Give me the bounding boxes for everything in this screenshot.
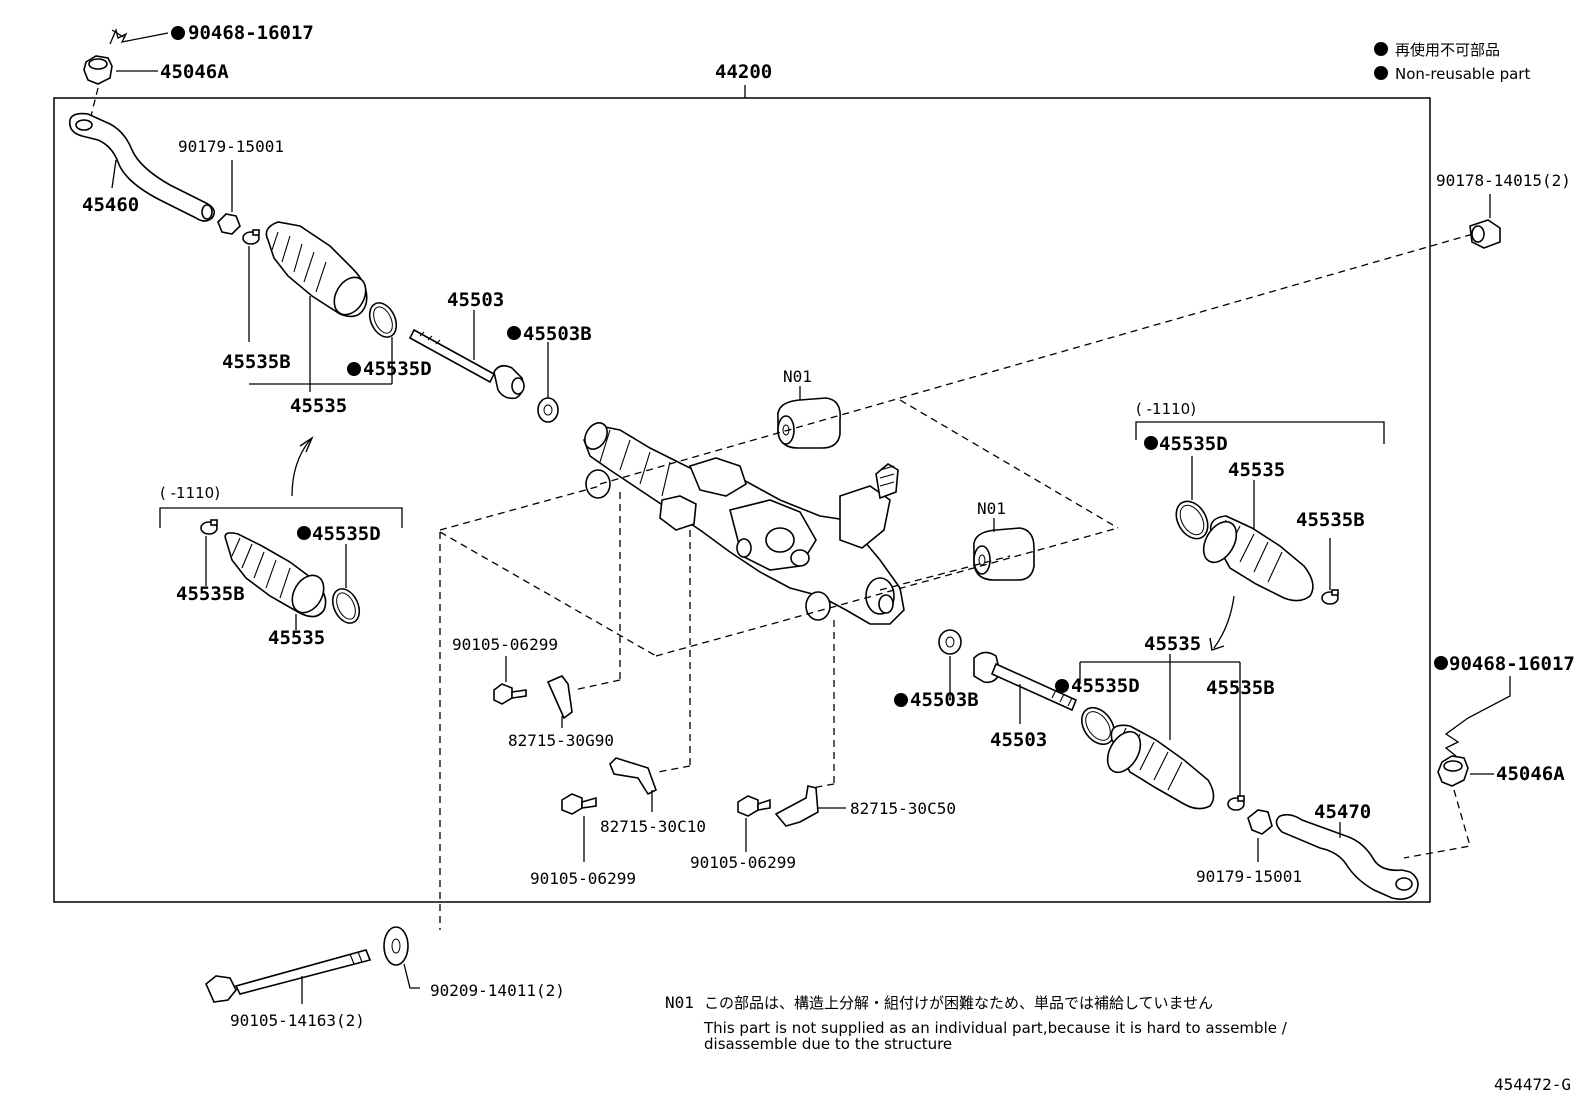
grommet-right (1469, 219, 1501, 249)
label-bolt-bracket-1: 90105-06299 (452, 635, 558, 654)
label-washer-bottom: 90209-14011(2) (430, 981, 565, 1000)
steering-gear-housing (583, 422, 905, 625)
note-en-line2: disassemble due to the structure (704, 1035, 952, 1053)
label-clamp-left-b: 45535B (222, 351, 291, 373)
label-grommet-right: 90178-14015(2) (1436, 171, 1571, 190)
assembly-frame (53, 97, 1431, 903)
alt-boot-right (1202, 515, 1314, 602)
nut-right (1437, 755, 1469, 787)
diagram-code: 454472-G (1494, 1075, 1571, 1094)
clip-top-left (109, 27, 169, 45)
label-bracket-3: 82715-30C50 (850, 799, 956, 818)
washer-right (938, 629, 962, 655)
assembly-number: 44200 (715, 61, 772, 83)
alt-clamp-small-right (1321, 589, 1339, 605)
rack-end-right (973, 651, 1078, 712)
boot-left (265, 221, 368, 318)
bolt-bracket-2 (561, 793, 597, 815)
long-bolt (205, 949, 372, 1003)
legend-en: Non-reusable part (1395, 65, 1530, 83)
label-washer-right: 45503B (910, 689, 979, 711)
label-washer-left: 45503B (523, 323, 592, 345)
legend-jp: 再使用不可部品 (1395, 41, 1500, 59)
alt-clamp-large-right (1175, 500, 1209, 540)
alt-clamp-small-left (200, 519, 218, 535)
label-n01-mid: N01 (977, 499, 1006, 518)
label-clip-top: 90468-16017 (188, 22, 314, 44)
nut-top-left (83, 55, 113, 85)
label-bracket-2: 82715-30C10 (600, 817, 706, 836)
non-reusable-dot-icon (347, 362, 361, 376)
label-clip-right: 90468-16017 (1449, 653, 1575, 675)
label-range-left: ( -1110) (160, 484, 220, 502)
label-range-right: ( -1110) (1136, 400, 1196, 418)
label-end-right: 45470 (1314, 801, 1371, 823)
label-nut-right-2: 90179-15001 (1196, 867, 1302, 886)
label-long-bolt: 90105-14163(2) (230, 1011, 365, 1030)
alt-clamp-large-left (331, 588, 361, 624)
bolt-bracket-3 (737, 795, 771, 817)
label-alt-boot-right: 45535 (1228, 459, 1285, 481)
label-alt-clamp-d-left: 45535D (312, 523, 381, 545)
label-rod-right: 45503 (990, 729, 1047, 751)
label-clamp-right-b: 45535B (1206, 677, 1275, 699)
label-alt-clamp-d-right: 45535D (1159, 433, 1228, 455)
clamp-small-left (242, 229, 260, 245)
label-clamp-right-d: 45535D (1071, 675, 1140, 697)
non-reusable-dot-icon (1434, 656, 1448, 670)
nut-left (217, 213, 241, 235)
label-nut-left: 90179-15001 (178, 137, 284, 156)
non-reusable-dot-icon (171, 26, 185, 40)
label-n01-top: N01 (783, 367, 812, 386)
nut-right-2 (1247, 809, 1273, 835)
label-clamp-left-d: 45535D (363, 358, 432, 380)
clamp-small-right (1227, 795, 1245, 811)
note-jp: この部品は、構造上分解・組付けが困難なため、単品では補給していません (704, 994, 1213, 1012)
label-bracket-1: 82715-30G90 (508, 731, 614, 750)
non-reusable-dot-icon (1374, 42, 1388, 56)
note-code: N01 (665, 993, 694, 1012)
label-rod-left: 45503 (447, 289, 504, 311)
alt-boot-left (224, 532, 327, 618)
label-bolt-bracket-3: 90105-06299 (690, 853, 796, 872)
bushing-top (777, 397, 842, 449)
label-alt-boot-left: 45535 (268, 627, 325, 649)
tie-rod-end-left (68, 112, 216, 222)
non-reusable-dot-icon (297, 526, 311, 540)
note-block: N01 この部品は、構造上分解・組付けが困難なため、単品では補給していません T… (665, 993, 1288, 1053)
bracket-1 (546, 675, 573, 720)
bracket-2 (609, 757, 657, 796)
non-reusable-dot-icon (1055, 679, 1069, 693)
non-reusable-dot-icon (507, 326, 521, 340)
label-nut-top: 45046A (160, 61, 229, 83)
clamp-large-right (1080, 706, 1116, 746)
label-bolt-bracket-2: 90105-06299 (530, 869, 636, 888)
label-nut-right: 45046A (1496, 763, 1565, 785)
label-boot-left: 45535 (290, 395, 347, 417)
washer-left (537, 397, 559, 423)
tie-rod-end-right (1275, 813, 1419, 900)
clamp-large-left (368, 302, 398, 338)
non-reusable-dot-icon (1374, 66, 1388, 80)
label-boot-right: 45535 (1144, 633, 1201, 655)
legend: 再使用不可部品 Non-reusable part (1374, 41, 1530, 83)
bolt-bracket-1 (493, 683, 527, 705)
non-reusable-dot-icon (894, 693, 908, 707)
label-alt-clamp-b-right: 45535B (1296, 509, 1365, 531)
washer-bottom (383, 926, 409, 966)
label-alt-clamp-b-left: 45535B (176, 583, 245, 605)
bracket-3 (774, 785, 819, 827)
note-en-line1: This part is not supplied as an individu… (703, 1019, 1288, 1037)
boot-right (1106, 724, 1215, 810)
rack-end-left (408, 328, 525, 400)
label-end-left: 45460 (82, 194, 139, 216)
bushing-mid (973, 527, 1035, 581)
non-reusable-dot-icon (1144, 436, 1158, 450)
